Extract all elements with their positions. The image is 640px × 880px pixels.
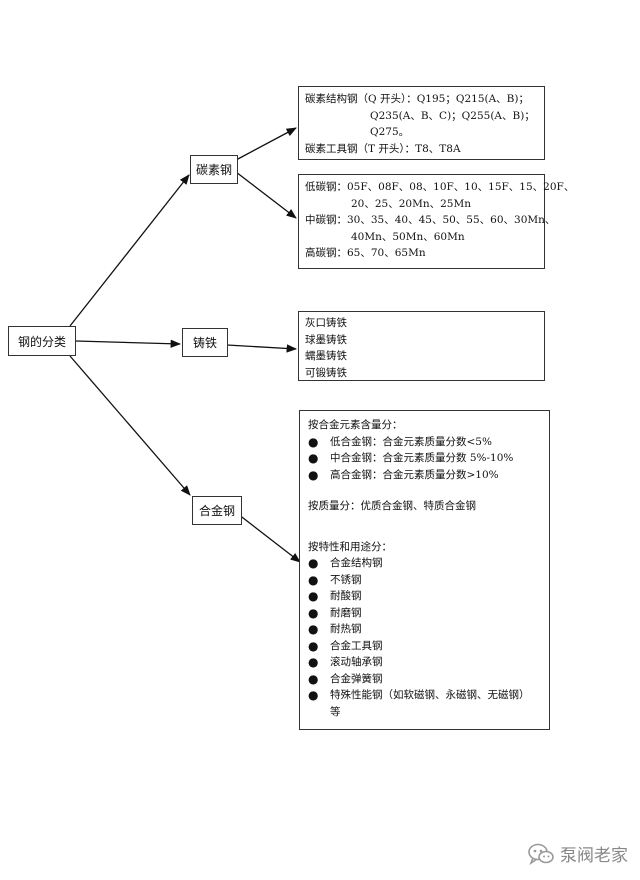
bullet-icon: ●	[308, 605, 319, 620]
bullet-icon: ●	[308, 638, 319, 653]
cast-iron-item: 蠕墨铸铁	[305, 350, 347, 362]
structural-steel-line-cont2: Q275。	[370, 126, 410, 138]
bullet-icon: ●	[308, 467, 319, 482]
list-item: ●耐酸钢	[308, 589, 362, 603]
list-item: ●高合金钢：合金元素质量分数>10%	[308, 467, 499, 482]
arrow-castiron-to-box	[226, 344, 298, 353]
bullet-icon: ●	[308, 556, 319, 570]
structural-steel-line-cont1: Q235(A、B、C)；Q255(A、B)；	[370, 109, 535, 122]
bullet-icon: ●	[308, 589, 319, 603]
arrow-alloy-to-box	[237, 513, 301, 563]
cast-iron-item: 球墨铸铁	[305, 333, 347, 346]
list-item: ●滚动轴承钢	[308, 655, 383, 669]
high-carbon-line: 高碳钢：65、70、65Mn	[305, 247, 426, 259]
alloy-steel-node: 合金钢	[192, 496, 242, 525]
list-item: ●中合金钢：合金元素质量分数 5%-10%	[308, 451, 514, 465]
carbon-steel-label: 碳素钢	[195, 163, 232, 177]
arrow-root-to-castiron	[75, 339, 182, 348]
alloy-use-heading: 按特性和用途分：	[308, 540, 392, 553]
bullet-icon: ●	[308, 451, 319, 465]
medium-carbon-line: 中碳钢：30、35、40、45、50、55、60、30Mn、	[305, 214, 556, 226]
arrow-carbon-to-lowmidhigh	[235, 171, 297, 219]
arrow-root-to-carbon	[69, 174, 190, 327]
tool-steel-line: 碳素工具钢（T 开头）：T8、T8A	[305, 142, 461, 155]
cast-iron-item: 可锻铸铁	[305, 366, 347, 379]
carbon-content-box: 低碳钢：05F、08F、08、10F、10、15F、15、20F、 20、25、…	[298, 174, 575, 269]
alloy-quality-line: 按质量分：优质合金钢、特质合金钢	[308, 500, 476, 512]
medium-carbon-line-cont: 40Mn、50Mn、60Mn	[351, 230, 465, 243]
alloy-steel-box: 按合金元素含量分： ●低合金钢：合金元素质量分数<5% ●中合金钢：合金元素质量…	[299, 410, 550, 730]
list-item: ●不锈钢	[308, 572, 362, 587]
watermark: 泵阀老家	[528, 841, 628, 866]
low-carbon-line-cont: 20、25、20Mn、25Mn	[351, 197, 471, 210]
bullet-icon: ●	[308, 671, 319, 686]
low-carbon-line: 低碳钢：05F、08F、08、10F、10、15F、15、20F、	[305, 181, 575, 193]
alloy-steel-label: 合金钢	[198, 504, 235, 518]
alloy-use-tail: 等	[330, 705, 341, 718]
arrow-root-to-alloy	[69, 355, 191, 496]
watermark-text: 泵阀老家	[560, 846, 628, 866]
arrow-carbon-to-structural	[235, 127, 297, 161]
cast-iron-label: 铸铁	[192, 336, 217, 350]
carbon-structural-tool-box: 碳素结构钢（Q 开头）：Q195；Q215(A、B)； Q235(A、B、C)；…	[298, 86, 545, 160]
list-item: ●特殊性能钢（如软磁钢、永磁钢、无磁钢）	[308, 688, 530, 702]
list-item: ●低合金钢：合金元素质量分数<5%	[308, 434, 492, 449]
bullet-icon: ●	[308, 622, 319, 636]
wechat-icon	[528, 843, 554, 865]
bullet-icon: ●	[308, 572, 319, 587]
carbon-steel-node: 碳素钢	[190, 155, 238, 184]
list-item: ●合金工具钢	[308, 638, 383, 653]
cast-iron-box: 灰口铸铁 球墨铸铁 蠕墨铸铁 可锻铸铁	[298, 311, 545, 381]
bullet-icon: ●	[308, 655, 319, 669]
alloy-content-heading: 按合金元素含量分：	[308, 419, 403, 431]
list-item: ●合金弹簧钢	[308, 671, 383, 686]
list-item: ●合金结构钢	[308, 556, 383, 570]
root-label: 钢的分类	[17, 334, 66, 349]
root-node: 钢的分类	[8, 326, 76, 356]
structural-steel-line: 碳素结构钢（Q 开头）：Q195；Q215(A、B)；	[305, 93, 529, 105]
cast-iron-item: 灰口铸铁	[305, 317, 347, 329]
list-item: ●耐热钢	[308, 622, 362, 636]
bullet-icon: ●	[308, 688, 319, 702]
bullet-icon: ●	[308, 434, 319, 449]
list-item: ●耐磨钢	[308, 605, 362, 620]
cast-iron-node: 铸铁	[182, 328, 228, 357]
